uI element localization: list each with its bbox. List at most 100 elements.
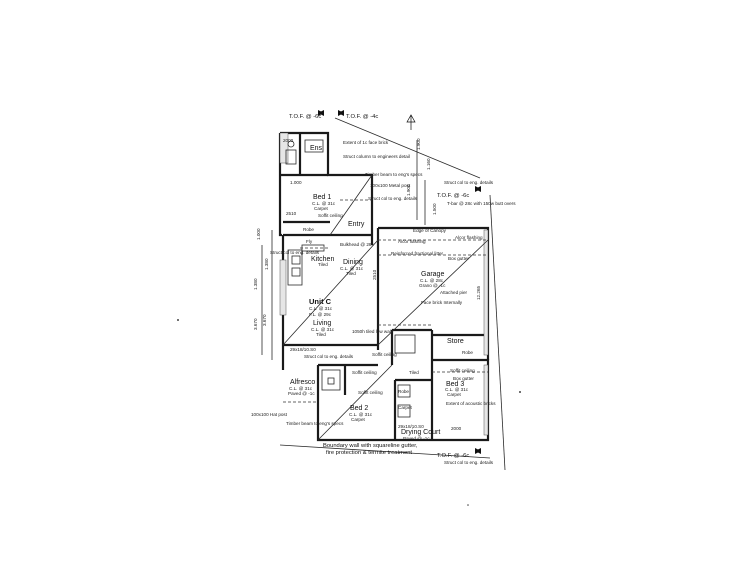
svg-text:Struct col to eng. details: Struct col to eng. details — [444, 460, 494, 465]
svg-text:Drying Court: Drying Court — [401, 429, 440, 436]
svg-text:Bed 2: Bed 2 — [350, 405, 368, 412]
svg-text:Alfresco: Alfresco — [290, 379, 315, 386]
svg-text:Carpet: Carpet — [351, 417, 366, 422]
svg-text:Alcor flashing: Alcor flashing — [455, 235, 483, 240]
room-bed3: Bed 3 C.L. @ 31c Carpet — [445, 381, 469, 397]
svg-text:Soffit ceiling: Soffit ceiling — [358, 390, 383, 395]
svg-text:Garage: Garage — [421, 271, 444, 278]
tof-marker: T.O.F. @ -6c — [289, 110, 324, 120]
svg-text:Box gutter: Box gutter — [448, 256, 469, 261]
svg-text:C.L. @ 31c: C.L. @ 31c — [312, 201, 336, 206]
tof-marker: T.O.F. @ -6c — [437, 448, 481, 459]
svg-text:Soffit ceiling: Soffit ceiling — [318, 213, 343, 218]
svg-text:Bed 1: Bed 1 — [313, 194, 331, 201]
svg-text:T-bar @ 28c with 150w butt ove: T-bar @ 28c with 150w butt overs — [447, 201, 516, 206]
room-drying-court: Drying Court Paved @ -1c — [401, 429, 440, 441]
room-label: Fly — [306, 239, 313, 244]
diagonal-line — [329, 174, 373, 236]
site-boundary-line — [334, 117, 481, 179]
room-bed1: Bed 1 C.L. @ 31c Carpet — [312, 194, 336, 211]
svg-text:Tiled: Tiled — [409, 370, 419, 375]
tof-marker: T.O.F. @ -6c — [437, 186, 481, 199]
svg-text:Extent of 1c face brick: Extent of 1c face brick — [343, 140, 389, 145]
diagonal-line — [282, 239, 379, 346]
svg-text:1.380: 1.380 — [253, 278, 258, 290]
svg-text:29x18/10.S0: 29x18/10.S0 — [398, 424, 424, 429]
diagonal-line — [317, 364, 393, 441]
svg-text:Soffit ceiling: Soffit ceiling — [372, 352, 397, 357]
internal-walls — [280, 133, 434, 440]
plan-notes: Extent of 1c face brick Struct column to… — [251, 140, 516, 465]
svg-text:Soffit ceiling: Soffit ceiling — [352, 370, 377, 375]
svg-text:Dining: Dining — [343, 259, 363, 266]
svg-text:Timber beam to eng's specs: Timber beam to eng's specs — [365, 172, 423, 177]
svg-text:Struct column to engineers det: Struct column to engineers detail — [343, 154, 410, 159]
svg-text:Carpet: Carpet — [398, 405, 413, 410]
svg-text:Tiled: Tiled — [346, 271, 356, 276]
room-label: Entry — [348, 221, 365, 228]
dimensions: 1.000 3.670 1.380 1.900 1.160 2510 2510 … — [253, 138, 481, 431]
svg-text:Struct col to eng. details: Struct col to eng. details — [270, 250, 320, 255]
room-label: Ens — [310, 145, 323, 152]
svg-text:T.O.F. @ -4c: T.O.F. @ -4c — [346, 114, 378, 120]
room-alfresco: Alfresco C.L. @ 31c Paved @ -1c — [288, 379, 315, 396]
svg-text:Attached pier: Attached pier — [440, 290, 468, 295]
ensuite-fixtures — [285, 139, 324, 165]
unit-title: Unit C C.L. @ 31c F.L. @ 29c — [309, 297, 333, 317]
svg-text:Paved @ -1c: Paved @ -1c — [288, 391, 315, 396]
svg-text:29x18/10.S0: 29x18/10.S0 — [290, 347, 316, 352]
svg-text:C.L. @ 31c: C.L. @ 31c — [309, 306, 333, 311]
wall-hatch — [483, 364, 489, 436]
svg-text:T.O.F. @ -6c: T.O.F. @ -6c — [437, 193, 469, 199]
svg-text:Unit C: Unit C — [309, 297, 332, 306]
svg-text:2000: 2000 — [283, 138, 294, 143]
svg-text:Box gutter: Box gutter — [453, 376, 474, 381]
svg-text:2510: 2510 — [372, 269, 377, 280]
svg-text:Edge of Canopy: Edge of Canopy — [413, 228, 447, 233]
svg-text:1050h tiled low wall: 1050h tiled low wall — [352, 329, 392, 334]
svg-text:Soffit ceiling: Soffit ceiling — [450, 368, 475, 373]
svg-text:12.265: 12.265 — [476, 286, 481, 300]
wall-hatch — [279, 259, 287, 316]
svg-text:Bed 3: Bed 3 — [446, 381, 464, 388]
svg-text:Struct col to eng. details: Struct col to eng. details — [444, 180, 494, 185]
svg-text:Extent of acoustic bricks: Extent of acoustic bricks — [446, 401, 496, 406]
svg-text:1.000: 1.000 — [256, 228, 261, 240]
svg-text:Struct col to eng. details: Struct col to eng. details — [368, 196, 418, 201]
svg-text:1.380: 1.380 — [264, 258, 269, 270]
svg-text:1.900: 1.900 — [416, 138, 421, 150]
svg-text:T.O.F. @ -6c: T.O.F. @ -6c — [437, 453, 469, 459]
wall-hatch — [483, 229, 489, 356]
diagonal-line — [377, 239, 489, 346]
svg-text:2000: 2000 — [451, 426, 462, 431]
svg-text:C.L. @ 31c: C.L. @ 31c — [349, 412, 373, 417]
svg-text:Carpet: Carpet — [314, 206, 329, 211]
speck — [519, 391, 521, 393]
room-garage: Garage C.L. @ 28c Grano @ -1c — [419, 271, 446, 288]
svg-text:Face brick Internally: Face brick Internally — [421, 300, 463, 305]
svg-text:Tiled: Tiled — [318, 262, 328, 267]
tof-marker: T.O.F. @ -4c — [338, 110, 378, 120]
room-living: Living C.L. @ 31c Tiled — [311, 320, 335, 337]
svg-text:1.500: 1.500 — [432, 203, 437, 215]
room-bed2: Bed 2 C.L. @ 31c Carpet — [349, 405, 373, 422]
svg-text:C.L. @ 28c: C.L. @ 28c — [420, 278, 444, 283]
svg-text:Bulkhead @ 28c: Bulkhead @ 28c — [340, 242, 374, 247]
svg-text:C.L. @ 31c: C.L. @ 31c — [289, 386, 313, 391]
svg-text:Alcor flashing: Alcor flashing — [398, 239, 426, 244]
svg-text:Living: Living — [313, 320, 331, 327]
svg-text:C.L. @ 31c: C.L. @ 31c — [311, 327, 335, 332]
svg-text:2510: 2510 — [286, 211, 297, 216]
site-boundary-line — [279, 444, 491, 459]
svg-text:C.L. @ 31c: C.L. @ 31c — [340, 266, 364, 271]
svg-text:Struct col to eng. details: Struct col to eng. details — [304, 354, 354, 359]
svg-text:T.O.F. @ -6c: T.O.F. @ -6c — [289, 114, 321, 120]
bed2-fixtures — [321, 369, 341, 391]
svg-text:3.670: 3.670 — [253, 318, 258, 330]
wall-hatch — [279, 132, 289, 164]
svg-text:Paved @ -1c: Paved @ -1c — [403, 436, 430, 441]
svg-text:Timber beam to eng's specs: Timber beam to eng's specs — [286, 421, 344, 426]
svg-text:Boundary wall with squareline: Boundary wall with squareline gutter, — [323, 443, 418, 449]
svg-text:Kitchen: Kitchen — [311, 256, 334, 263]
